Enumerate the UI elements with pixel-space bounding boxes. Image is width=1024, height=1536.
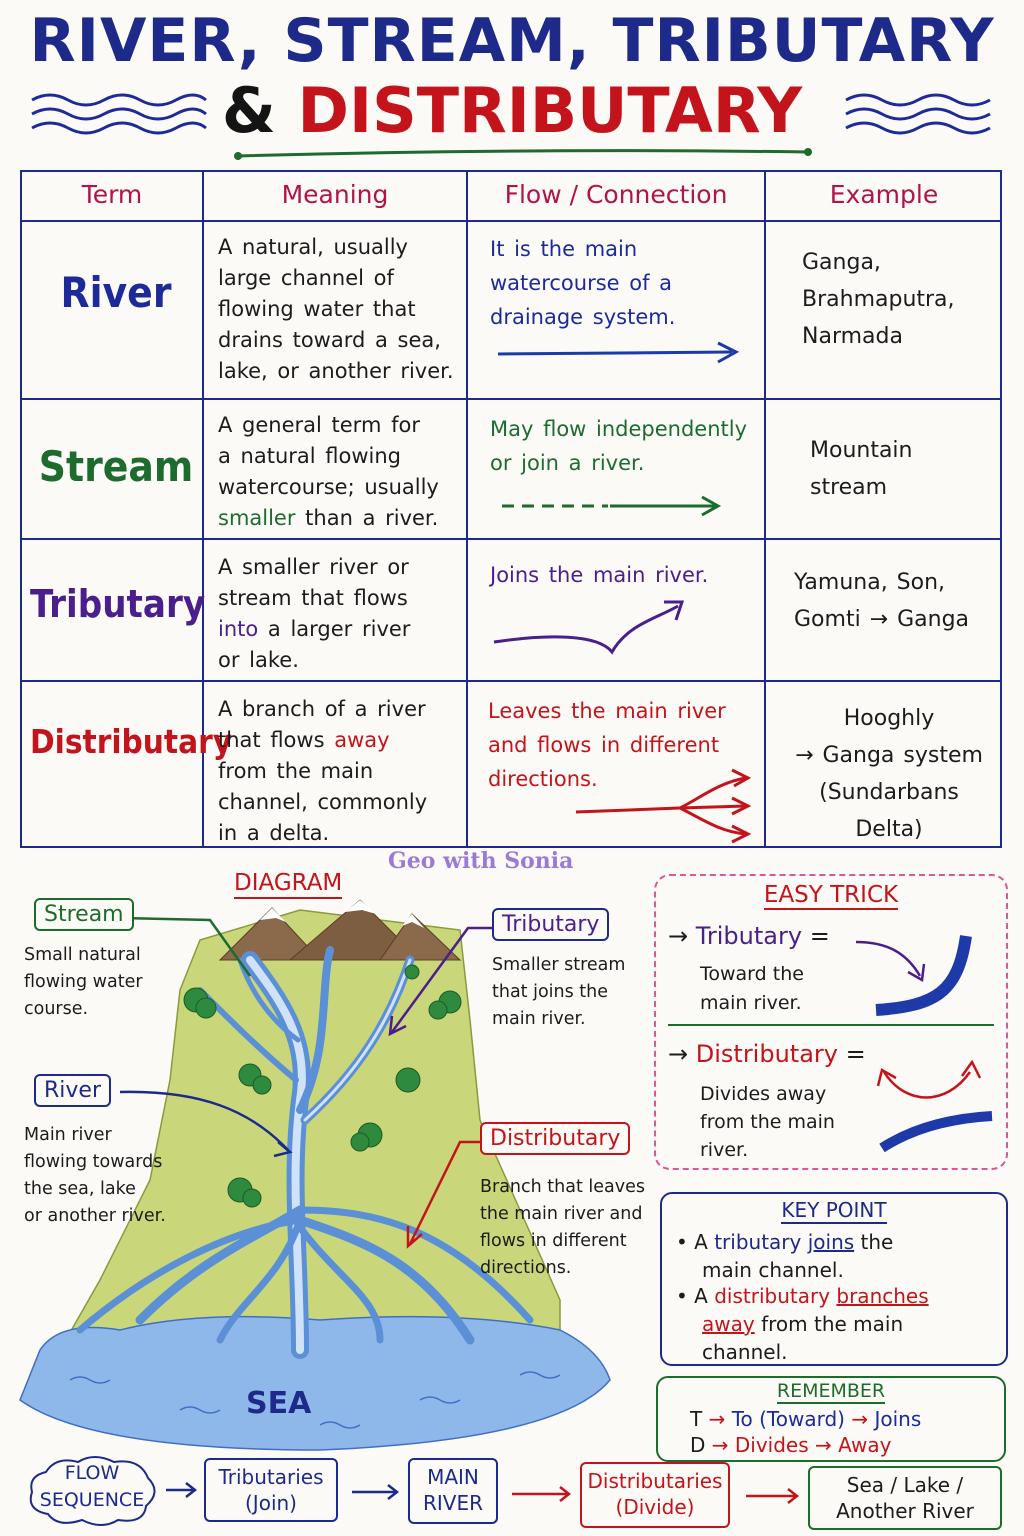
- easy-trick-title: EASY TRICK: [763, 882, 899, 910]
- flow-arrows: [166, 1482, 800, 1504]
- label-river: River: [34, 1074, 111, 1107]
- title-line-2: & DISTRIBUTARY: [0, 74, 1024, 147]
- flow-arrow-4-icon: [746, 1488, 800, 1504]
- title-distributary: DISTRIBUTARY: [297, 74, 803, 147]
- example-stream: Mountain stream: [810, 438, 913, 500]
- flow-step-distributaries: Distributaries (Divide): [580, 1462, 730, 1528]
- flow-river: It is the main watercourse of a drainage…: [490, 237, 676, 329]
- term-stream: Stream: [38, 442, 194, 491]
- remember-title: REMEMBER: [776, 1380, 886, 1404]
- desc-river: Main river flowing towards the sea, lake…: [24, 1125, 166, 1226]
- desc-stream: Small natural flowing water course.: [24, 945, 143, 1019]
- title-line-1: RIVER, STREAM, TRIBUTARY: [29, 6, 995, 76]
- wave-left-icon: [31, 93, 207, 107]
- easy-trick-box: EASY TRICK → Tributary = Toward the main…: [654, 874, 1008, 1170]
- flow-step-tributaries: Tributaries (Join): [204, 1458, 338, 1522]
- distributary-curve-icon: [876, 1059, 993, 1153]
- label-distributary: Distributary: [480, 1122, 631, 1155]
- flow-distributary: Leaves the main river and flows in diffe…: [488, 699, 726, 791]
- diagram-title: DIAGRAM: [234, 870, 343, 899]
- label-tributary: Tributary: [492, 908, 610, 941]
- river-network: [76, 946, 534, 1359]
- title-ampersand: &: [221, 74, 276, 147]
- header-example: Example: [829, 180, 939, 209]
- mountains-icon: [218, 899, 462, 961]
- meaning-distributary: A branch of a river that flows away from…: [218, 697, 428, 845]
- title-decoration: [31, 93, 991, 160]
- meaning-stream: A general term for a natural flowing wat…: [218, 413, 439, 530]
- arrow-main-icon: [497, 341, 740, 364]
- trick-distributary-line: → Distributary =: [668, 1040, 866, 1068]
- flow-sequence-cloud: [29, 1456, 156, 1526]
- remember-rules: T → To (Toward) → Joins D → Divides → Aw…: [690, 1407, 922, 1457]
- flow-arrow-3-icon: [512, 1486, 572, 1502]
- join-arrow-icon: [493, 600, 685, 655]
- meaning-river: A natural, usually large channel of flow…: [218, 235, 454, 383]
- key-point-bullet-2: • A distributary branches away from the …: [676, 1284, 929, 1364]
- branch-arrow-icon: [575, 768, 752, 844]
- flow-sequence-label: FLOW SEQUENCE: [39, 1462, 145, 1511]
- desc-distributary: Branch that leaves the main river and fl…: [480, 1177, 645, 1278]
- header-flow: Flow / Connection: [504, 180, 728, 209]
- desc-tributary: Smaller stream that joins the main river…: [492, 955, 626, 1029]
- key-point-bullet-1: • A tributary joins the main channel.: [676, 1230, 894, 1282]
- trick-distributary-desc: Divides away from the main river.: [700, 1083, 835, 1161]
- label-stream: Stream: [34, 898, 134, 931]
- term-distributary: Distributary: [30, 722, 233, 761]
- comparison-table: Term Meaning Flow / Connection Example R…: [20, 170, 1002, 848]
- example-river: Ganga, Brahmaputra, Narmada: [802, 250, 955, 349]
- sea-area: [19, 1315, 611, 1451]
- trees-icon: [183, 964, 462, 1208]
- key-point-title: KEY POINT: [781, 1198, 887, 1224]
- term-tributary: Tributary: [30, 582, 206, 626]
- flow-arrow-2-icon: [352, 1484, 400, 1500]
- tributary-curve-icon: [855, 935, 972, 1016]
- trick-tributary-line: → Tributary =: [668, 922, 830, 950]
- wave-right-icon: [845, 93, 991, 107]
- flow-tributary: Joins the main river.: [490, 563, 709, 587]
- example-distributary: Hooghly → Ganga system (Sundarbans Delta…: [795, 706, 983, 842]
- flow-step-sea: Sea / Lake / Another River: [808, 1466, 1002, 1530]
- sea-label: SEA: [246, 1386, 312, 1421]
- header-meaning: Meaning: [281, 180, 389, 209]
- trick-tributary-desc: Toward the main river.: [700, 963, 804, 1014]
- dashed-arrow-icon: [502, 495, 722, 517]
- key-point-box: KEY POINT • A tributary joins the main c…: [660, 1192, 1008, 1366]
- flow-step-main-river: MAIN RIVER: [408, 1458, 498, 1524]
- flow-stream: May flow independently or join a river.: [490, 417, 748, 475]
- remember-box: REMEMBER T → To (Toward) → Joins D → Div…: [656, 1376, 1006, 1462]
- river-diagram: [19, 899, 611, 1451]
- meaning-tributary: A smaller river or stream that flows int…: [218, 555, 411, 672]
- term-river: River: [60, 268, 172, 317]
- flow-arrow-1-icon: [166, 1482, 198, 1498]
- example-tributary: Yamuna, Son, Gomti → Ganga: [794, 570, 970, 632]
- header-term: Term: [81, 180, 143, 209]
- credit-watermark: Geo with Sonia: [388, 848, 574, 874]
